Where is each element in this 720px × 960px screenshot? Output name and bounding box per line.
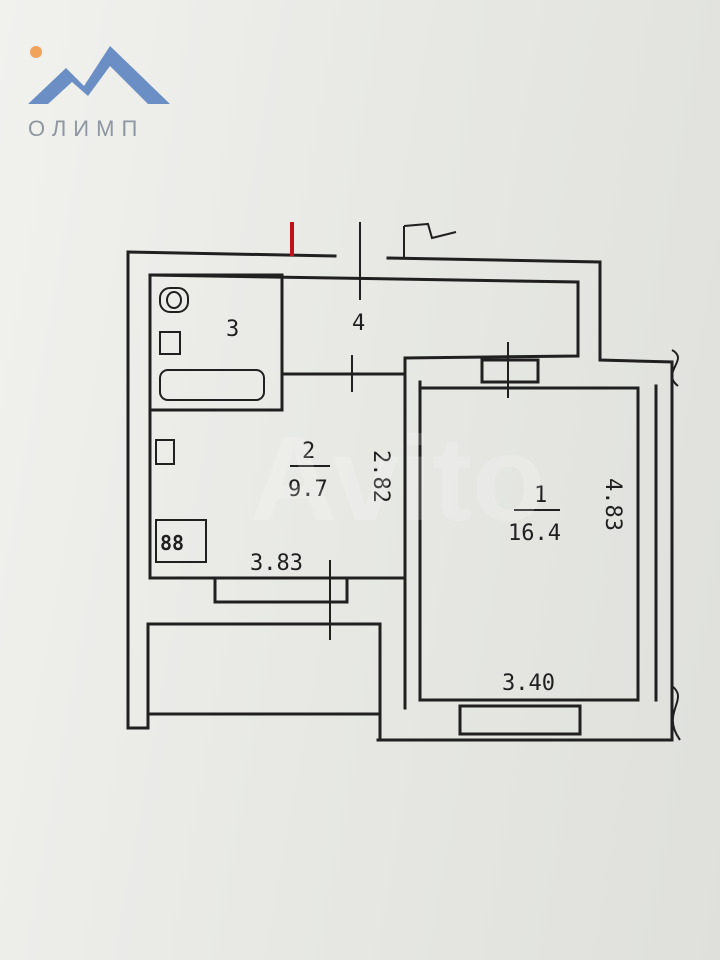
room-window <box>458 704 582 736</box>
break-mark-right <box>671 349 681 741</box>
outer-wall-top <box>126 250 674 364</box>
bathroom-room <box>148 273 284 412</box>
room-2-area: 9.7 <box>288 477 328 502</box>
room-2-width: 3.83 <box>250 551 303 576</box>
kitchen-sink <box>155 439 175 465</box>
room-2-length: 2.82 <box>368 450 393 503</box>
logo-text: ОЛИМП <box>28 116 145 141</box>
toilet <box>159 287 189 313</box>
right-wall <box>376 360 674 742</box>
room-2-number: 2 <box>302 439 315 464</box>
inner-wall <box>148 273 580 360</box>
olimp-logo <box>28 46 170 104</box>
sun-icon <box>30 46 42 58</box>
break-mark-top <box>403 222 457 258</box>
living-room-walls <box>403 356 640 710</box>
bathtub <box>159 369 265 401</box>
room-1-area: 16.4 <box>508 521 561 546</box>
room-1-number: 1 <box>534 483 547 508</box>
mountain-icon <box>28 46 170 104</box>
kitchen-window <box>213 576 349 604</box>
outer-wall <box>126 250 150 730</box>
door-mark <box>329 222 509 640</box>
stove-label: 88 <box>160 531 184 555</box>
stove <box>155 519 207 563</box>
door-frame <box>480 358 540 384</box>
room-1-length: 4.83 <box>600 478 625 531</box>
balcony-walls <box>146 622 382 742</box>
room-3-number: 3 <box>226 317 239 342</box>
room-4-number: 4 <box>352 311 365 336</box>
room-1-width: 3.40 <box>502 671 555 696</box>
toilet-bowl <box>166 291 182 309</box>
watermark: Avito <box>250 412 546 546</box>
sink <box>159 331 181 355</box>
